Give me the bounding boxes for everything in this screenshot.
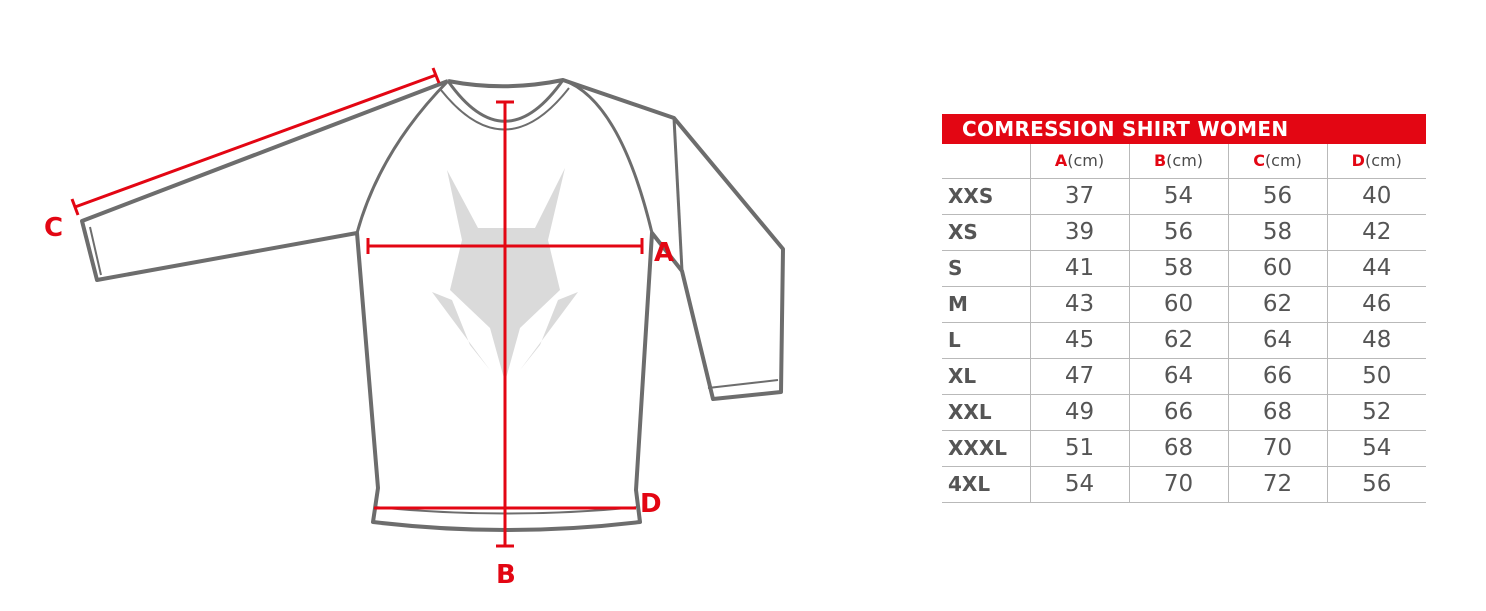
size-label: M — [942, 285, 1031, 323]
size-label: L — [942, 321, 1031, 359]
size-label: 4XL — [942, 465, 1031, 503]
measurement-cell: 70 — [1128, 465, 1229, 503]
measurement-cell: 66 — [1128, 393, 1229, 431]
measurement-cell: 48 — [1326, 321, 1426, 359]
measurement-cell: 66 — [1227, 357, 1328, 395]
measurement-lines — [70, 67, 644, 548]
measurement-cell: 40 — [1326, 177, 1426, 215]
shirt-outline — [80, 78, 785, 532]
measurement-cell: 70 — [1227, 429, 1328, 467]
size-label: XXL — [942, 393, 1031, 431]
shirt-measurement-diagram: A B C D — [44, 67, 785, 590]
measurement-cell: 51 — [1029, 429, 1130, 467]
measurement-cell: 49 — [1029, 393, 1130, 431]
measurement-cell: 56 — [1227, 177, 1328, 215]
measurement-cell: 64 — [1128, 357, 1229, 395]
table-header-row: A(cm) B(cm) C(cm) D(cm) — [942, 144, 1426, 179]
measurement-cell: 60 — [1128, 285, 1229, 323]
measurement-cell: 39 — [1029, 213, 1130, 251]
measurement-cell: 46 — [1326, 285, 1426, 323]
measurement-cell: 50 — [1326, 357, 1426, 395]
table-title: COMRESSION SHIRT WOMEN — [942, 114, 1426, 144]
measurement-cell: 56 — [1128, 213, 1229, 251]
measurement-cell: 37 — [1029, 177, 1130, 215]
measurement-cell: 62 — [1128, 321, 1229, 359]
header-a: A(cm) — [1029, 144, 1130, 179]
header-empty-cell — [942, 144, 1031, 179]
marker-d: D — [640, 489, 662, 519]
measurement-cell: 68 — [1128, 429, 1229, 467]
measurement-cell: 47 — [1029, 357, 1130, 395]
measurement-cell: 58 — [1128, 249, 1229, 287]
size-label: S — [942, 249, 1031, 287]
header-d: D(cm) — [1326, 144, 1426, 179]
size-label: XXXL — [942, 429, 1031, 467]
measurement-cell: 56 — [1326, 465, 1426, 503]
measurement-cell: 52 — [1326, 393, 1426, 431]
measurement-cell: 45 — [1029, 321, 1130, 359]
measurement-cell: 58 — [1227, 213, 1328, 251]
measure-line-c — [74, 73, 437, 209]
measurement-cell: 44 — [1326, 249, 1426, 287]
marker-c: C — [44, 213, 63, 243]
measurement-cell: 42 — [1326, 213, 1426, 251]
measurement-cell: 64 — [1227, 321, 1328, 359]
header-c: C(cm) — [1227, 144, 1328, 179]
measurement-cell: 54 — [1029, 465, 1130, 503]
measurement-cell: 54 — [1128, 177, 1229, 215]
measurement-cell: 41 — [1029, 249, 1130, 287]
size-label: XXS — [942, 177, 1031, 215]
marker-b: B — [496, 560, 516, 590]
size-chart: COMRESSION SHIRT WOMEN A(cm) B(cm) C(cm)… — [942, 114, 1426, 503]
measurement-cell: 68 — [1227, 393, 1328, 431]
measurement-cell: 60 — [1227, 249, 1328, 287]
header-b: B(cm) — [1128, 144, 1229, 179]
measurement-cell: 62 — [1227, 285, 1328, 323]
measurement-cell: 54 — [1326, 429, 1426, 467]
size-label: XL — [942, 357, 1031, 395]
size-label: XS — [942, 213, 1031, 251]
measurement-cell: 72 — [1227, 465, 1328, 503]
marker-a: A — [654, 238, 674, 268]
measurement-cell: 43 — [1029, 285, 1130, 323]
